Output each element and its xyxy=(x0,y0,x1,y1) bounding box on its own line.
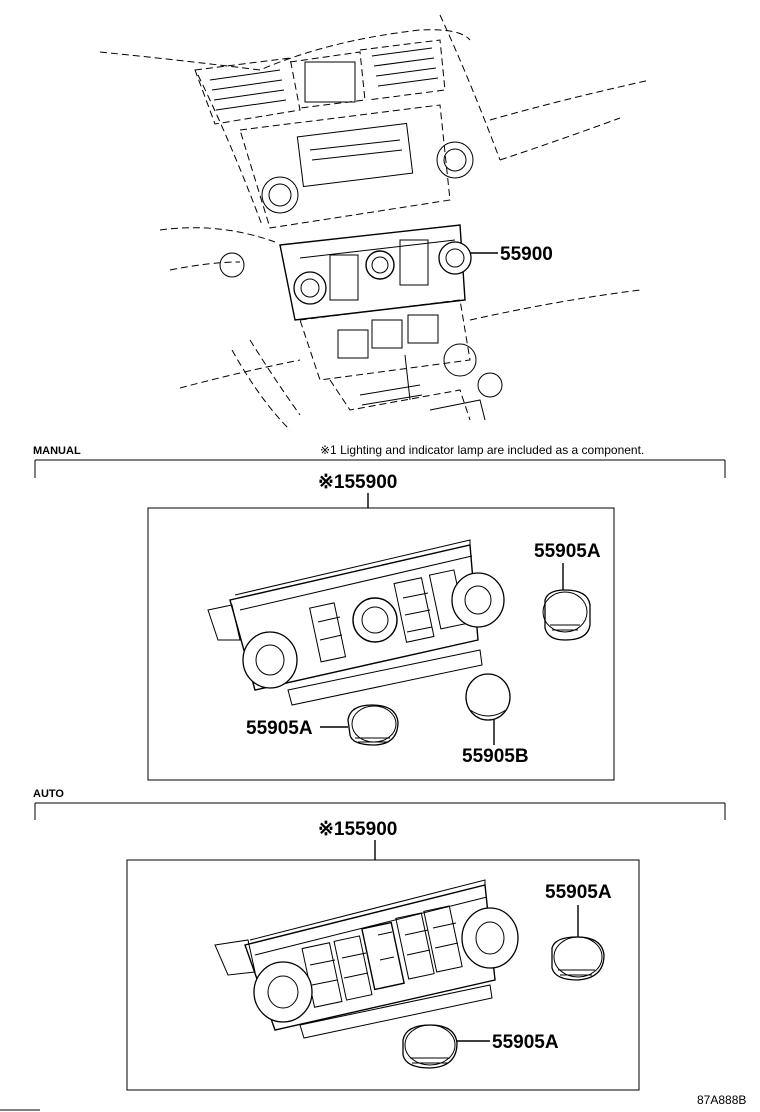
auto-section-bracket xyxy=(34,802,726,820)
auto-parts-box xyxy=(126,859,640,1091)
overview-part-label: 55900 xyxy=(500,244,553,265)
manual-section-bracket xyxy=(34,459,726,478)
manual-knob-55905A-left xyxy=(347,704,399,746)
component-note: ※1 Lighting and indicator lamp are inclu… xyxy=(320,443,644,457)
figure-code: 87A888B xyxy=(697,1093,746,1107)
section-label-auto: AUTO xyxy=(33,788,64,800)
manual-part-55905A-right-label: 55905A xyxy=(534,541,601,562)
manual-control-unit-illustration xyxy=(207,539,505,706)
manual-parts-box xyxy=(147,507,615,781)
manual-part-55905B-label: 55905B xyxy=(462,746,529,767)
auto-knob-55905A-right xyxy=(551,936,605,981)
manual-knob-55905A-right xyxy=(542,589,591,641)
auto-part-55905A-bottom-label: 55905A xyxy=(492,1032,559,1053)
section-label-manual: MANUAL xyxy=(33,445,81,457)
auto-part-55905A-right-label: 55905A xyxy=(545,882,612,903)
manual-assembly-label: ※155900 xyxy=(318,472,397,493)
dashboard-overview-illustration xyxy=(99,14,651,431)
manual-part-55905A-left-label: 55905A xyxy=(246,718,313,739)
auto-knob-55905A-bottom xyxy=(402,1024,458,1069)
manual-knob-55905B xyxy=(465,673,511,721)
auto-control-unit-illustration xyxy=(214,879,519,1039)
auto-assembly-label: ※155900 xyxy=(318,819,397,840)
